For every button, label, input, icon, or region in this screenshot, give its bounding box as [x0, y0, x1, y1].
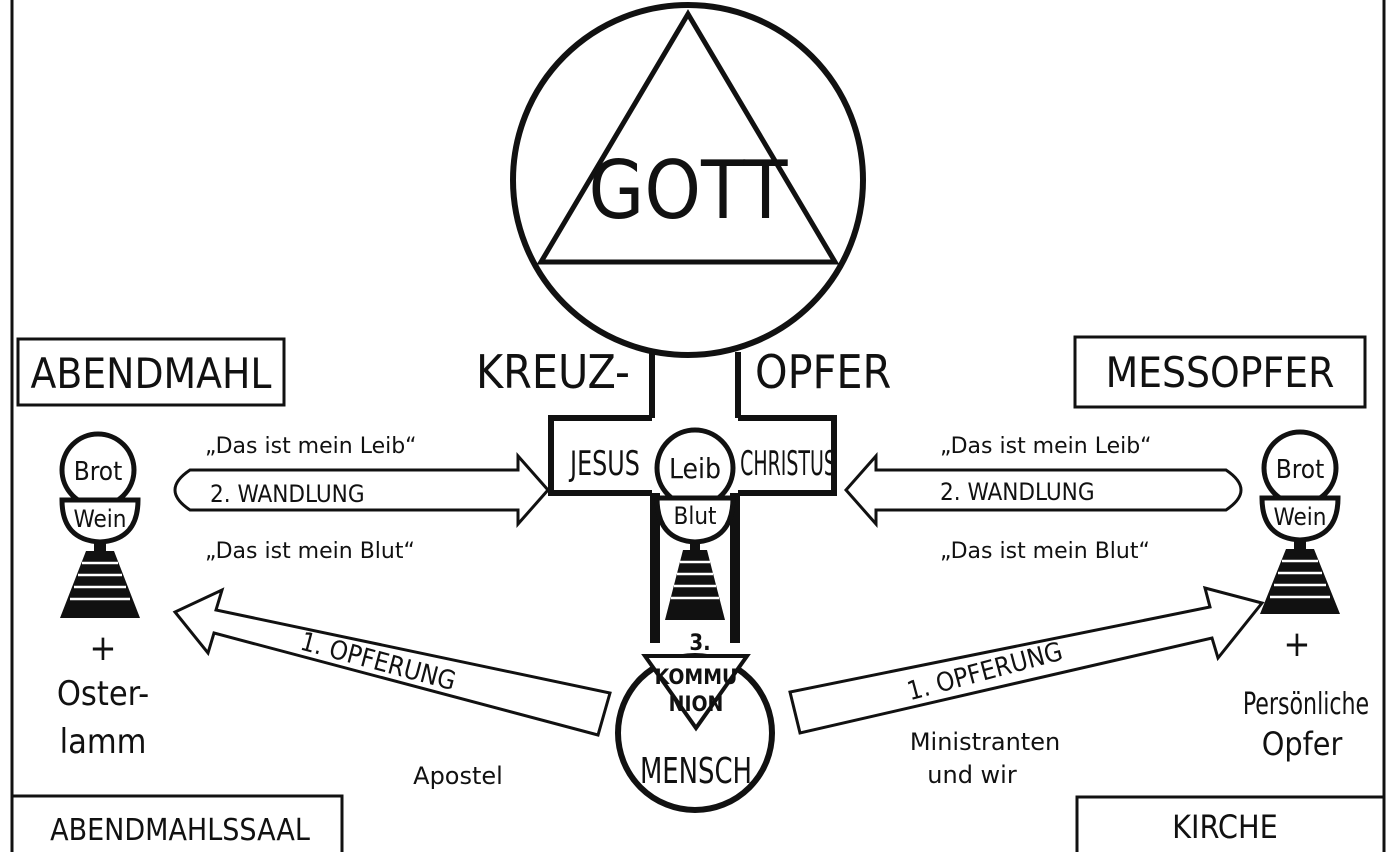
left-chalice-top: Brot [74, 457, 123, 487]
right-panel: MESSOPFER Brot Wein + Persönliche Opfer … [788, 335, 1386, 852]
right-plus: + [1283, 624, 1310, 665]
left-place-box [10, 794, 344, 852]
right-place-box [1075, 795, 1386, 852]
left-title-box [16, 337, 286, 407]
right-quote-top: „Das ist mein Leib“ [940, 434, 1152, 459]
right-place: KIRCHE [1172, 808, 1278, 846]
right-chalice-bottom: Wein [1274, 503, 1327, 531]
god-symbol: GOTT [510, 2, 866, 358]
left-plus: + [89, 628, 116, 669]
left-extra-line1: Oster- [57, 674, 149, 714]
communion-line1: KOMMU [655, 665, 738, 689]
left-transform-arrow [173, 452, 551, 528]
right-extra-line2: Opfer [1262, 725, 1343, 763]
center-chalice-top: Leib [669, 452, 721, 485]
communion-arrow [641, 654, 751, 732]
center-chalice: Leib Blut [654, 427, 736, 620]
cross-bar-right: CHRISTUS [740, 444, 836, 484]
trinity-triangle [536, 9, 840, 265]
human-symbol: 3. KOMMU NION MENSCH [615, 631, 775, 813]
cross: KREUZ- OPFER JESUS CHRISTUS [476, 345, 891, 643]
left-panel: ABENDMAHL Brot Wein + Oster- lamm „Das i… [10, 337, 612, 852]
left-offering-arrow [172, 587, 612, 737]
right-participants-line1: Ministranten [910, 728, 1060, 756]
left-quote-bottom: „Das ist mein Blut“ [205, 539, 415, 564]
right-quote-bottom: „Das ist mein Blut“ [940, 539, 1150, 564]
right-offering-label: 1. OPFERUNG [904, 637, 1066, 707]
left-offering-label: 1. OPFERUNG [297, 627, 459, 697]
left-extra-line2: lamm [60, 722, 147, 762]
left-chalice-bottom: Wein [74, 505, 127, 533]
human-label: MENSCH [640, 750, 752, 792]
cross-left-label: KREUZ- [476, 345, 630, 399]
god-circle [510, 2, 866, 358]
right-transform-label: 2. WANDLUNG [940, 478, 1095, 506]
god-label: GOTT [589, 144, 789, 237]
right-title: MESSOPFER [1106, 348, 1335, 397]
right-chalice: Brot Wein [1259, 429, 1341, 614]
communion-line2: NION [669, 692, 724, 716]
center-chalice-bottom: Blut [674, 502, 717, 530]
right-participants-line2: und wir [927, 761, 1017, 789]
left-chalice: Brot Wein [59, 431, 141, 618]
communion-number: 3. [689, 631, 710, 656]
left-quote-top: „Das ist mein Leib“ [205, 434, 417, 459]
right-transform-arrow [843, 452, 1243, 528]
cross-right-label: OPFER [755, 345, 891, 399]
left-participants: Apostel [413, 762, 503, 790]
left-place: ABENDMAHLSSAAL [50, 813, 310, 848]
right-chalice-top: Brot [1276, 455, 1325, 485]
right-title-box [1073, 335, 1367, 409]
left-transform-label: 2. WANDLUNG [210, 480, 365, 508]
right-extra-line1: Persönliche [1243, 688, 1369, 722]
right-offering-arrow [788, 585, 1265, 735]
left-title: ABENDMAHL [31, 349, 272, 398]
cross-bar-left: JESUS [568, 445, 640, 484]
